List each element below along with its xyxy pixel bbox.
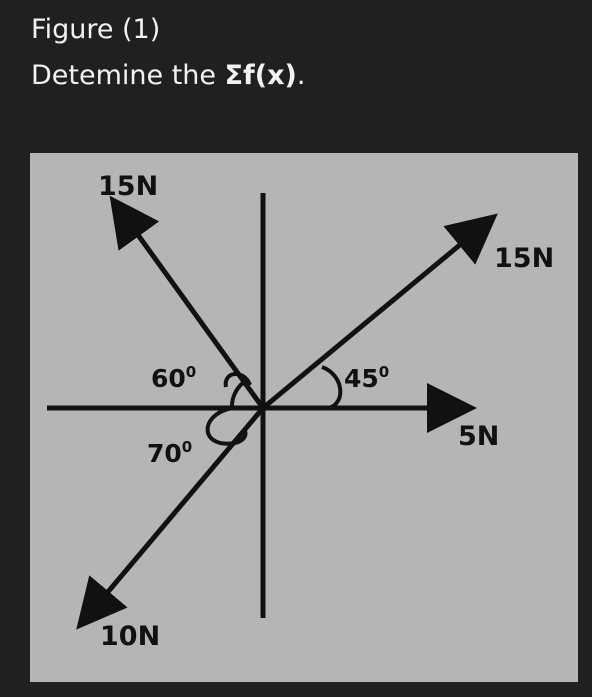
angle-upper-left-degree: 0 — [186, 363, 196, 381]
question-suffix: . — [296, 60, 306, 91]
force-arrow-upper-right — [261, 213, 498, 410]
force-arrow-upper-left — [109, 195, 266, 410]
angle-lower-left-value: 70 — [147, 439, 182, 468]
angle-arc-lower-left — [205, 406, 236, 446]
angle-arc-upper-left — [229, 380, 246, 409]
question-text: Detemine the Σf(x). — [31, 54, 306, 98]
force-diagram-panel: 15N 15N 5N 10N 600 450 700 — [30, 153, 578, 682]
question-prefix: Detemine the — [31, 60, 225, 91]
force-label-upper-right: 15N — [494, 243, 554, 274]
force-diagram: 15N 15N 5N 10N 600 450 700 — [47, 171, 554, 652]
angle-label-upper-right: 450 — [344, 363, 389, 393]
header: Figure (1) Detemine the Σf(x). — [31, 10, 306, 98]
angle-arc-upper-left-loop — [223, 372, 252, 388]
angle-label-lower-left: 700 — [147, 438, 192, 468]
angle-upper-right-value: 45 — [344, 364, 379, 393]
angle-upper-left-value: 60 — [151, 364, 186, 393]
angle-upper-right-degree: 0 — [379, 363, 389, 381]
question-formula: Σf(x) — [224, 60, 297, 91]
figure-title: Figure (1) — [31, 14, 161, 45]
angle-arc-upper-right — [321, 365, 343, 410]
angle-arc-lower-left-loop — [234, 428, 248, 445]
force-label-right: 5N — [458, 421, 499, 452]
force-label-lower-left: 10N — [100, 621, 160, 652]
angle-label-upper-left: 600 — [151, 363, 196, 393]
force-label-upper-left: 15N — [98, 171, 158, 202]
force-arrow-lower-left — [76, 406, 265, 630]
angle-lower-left-degree: 0 — [182, 438, 192, 456]
